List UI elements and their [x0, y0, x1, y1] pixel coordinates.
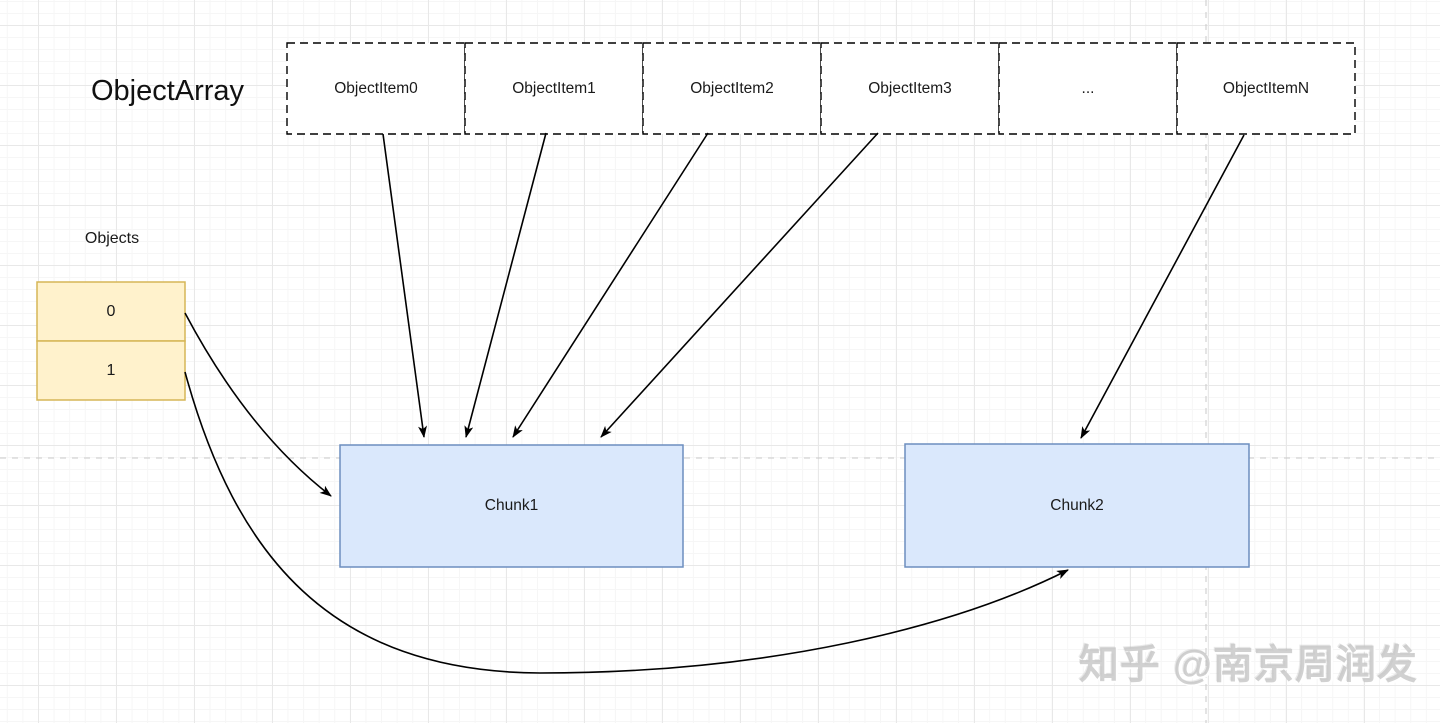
- chunk2-label: Chunk2: [1050, 496, 1104, 514]
- arrow-item2-to-chunk1: [512, 132, 709, 438]
- arrow-item0-to-chunk1: [382, 133, 427, 438]
- object-item0-label: ObjectItem0: [334, 79, 418, 97]
- arrow-itemN-to-chunk2: [1080, 134, 1245, 439]
- object-itemN-box: [1176, 42, 1356, 135]
- watermark: 知乎 @南京周润发: [1078, 643, 1418, 687]
- chunk1-box: [339, 444, 684, 568]
- arrow-item1-to-chunk1: [464, 132, 547, 438]
- object-itemN-label: ObjectItemN: [1222, 79, 1310, 97]
- object-item-ellipsis-box: [998, 42, 1178, 135]
- arrow-cell0-to-chunk1: [184, 312, 332, 497]
- chunk1-label: Chunk1: [484, 497, 539, 514]
- object-item3-label: ObjectItem3: [868, 79, 952, 97]
- arrow-cell1-to-chunk2: [184, 371, 1069, 674]
- objects-title: Objects: [84, 230, 140, 247]
- objects-cell0-label: 0: [106, 302, 116, 320]
- arrow-item3-to-chunk1: [600, 132, 879, 438]
- objects-cell0-box: [36, 281, 186, 342]
- object-item-ellipsis-label: ...: [1081, 79, 1095, 97]
- objects-cell1-label: 1: [106, 361, 116, 379]
- chunk2-box: [904, 443, 1250, 568]
- object-item1-box: [464, 42, 644, 135]
- objects-cell1-box: [36, 340, 186, 401]
- diagram-title: ObjectArray: [90, 74, 245, 107]
- object-item1-label: ObjectItem1: [512, 79, 596, 97]
- object-item3-box: [820, 42, 1000, 135]
- object-item2-label: ObjectItem2: [690, 79, 774, 97]
